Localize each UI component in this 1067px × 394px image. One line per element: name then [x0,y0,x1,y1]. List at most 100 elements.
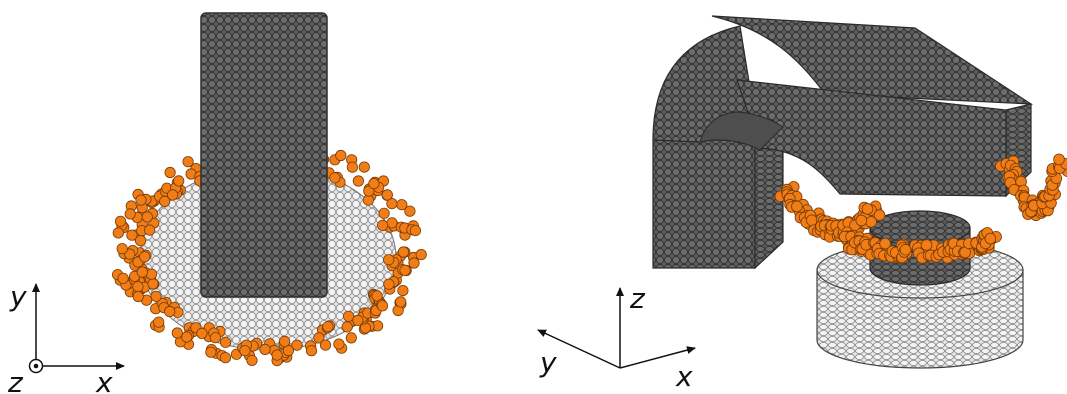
orange-particle [246,354,258,366]
orange-particle [984,232,997,245]
orange-particle [397,246,410,258]
orange-particle [333,338,345,350]
orange-particle [805,214,818,227]
orange-particle [345,332,357,344]
magnet-pole-block [200,12,328,298]
orange-particle [116,243,128,255]
orange-particle [124,208,136,220]
magnetic-particle-chain [774,153,1067,265]
orange-particle [1053,153,1065,166]
orange-particle [381,189,393,201]
right-axis-triad: z y x [537,282,696,393]
orange-particle [205,346,217,358]
orange-particle [132,281,144,293]
orange-particle [141,211,153,223]
orange-particle [135,194,147,206]
orange-particle [219,352,232,364]
x-axis-label: x [675,360,693,393]
z-axis-dot [33,363,39,369]
orange-particle [181,331,193,343]
orange-particle [220,336,232,348]
left-panel: y z x [7,12,427,394]
orange-particle [164,305,176,318]
orange-particle [399,264,411,276]
orange-particle [335,149,347,162]
orange-particle [259,343,271,355]
orange-particle [383,254,395,266]
orange-particle [167,189,179,201]
orange-particle [164,166,176,179]
orange-particle [873,209,886,221]
orange-particle [135,235,147,247]
orange-particle [899,243,912,256]
orange-particle [271,349,283,361]
orange-particle [342,310,355,322]
orange-particle [313,332,325,344]
orange-particle [153,316,165,328]
orange-particle [136,266,148,278]
orange-particle [319,339,332,351]
orange-particle [239,345,251,357]
orange-particle [196,327,208,339]
orange-particle [395,296,407,308]
orange-particle [415,249,427,261]
orange-particle [408,257,420,269]
orange-particle [159,195,171,207]
orange-particle [126,229,138,241]
orange-particle [397,284,409,297]
orange-particle [117,272,129,284]
orange-particle [376,219,389,231]
z-axis-label: z [629,282,646,315]
orange-particle [352,314,364,326]
orange-particle [378,207,390,219]
orange-particle [791,200,803,213]
orange-particle [144,224,156,236]
z-axis-label: z [7,366,24,394]
left-axis-triad: y z x [7,280,125,394]
orange-particle [173,175,185,187]
orange-particle [404,205,416,217]
orange-particle [358,161,370,173]
orange-particle [329,172,341,184]
orange-particle [145,268,158,280]
orange-particle [291,339,303,351]
x-axis-label: x [95,366,113,394]
orange-particle [147,278,159,290]
magnetic-particle-ring [112,149,427,367]
orange-particle [861,203,874,215]
y-axis-label: y [9,280,27,313]
orange-particle [124,248,136,260]
orange-particle [139,251,151,263]
orange-particle [322,321,334,333]
y-axis-arrow [537,329,621,369]
orange-particle [112,227,124,239]
x-axis-arrow [619,346,696,369]
orange-particle [132,290,144,303]
orange-particle [368,178,380,190]
y-axis-label: y [539,346,557,379]
orange-particle [396,199,408,211]
orange-particle [386,198,398,210]
orange-particle [383,278,395,290]
orange-particle [341,321,353,333]
orange-particle [278,335,291,347]
orange-particle [879,237,891,250]
orange-particle [150,290,162,302]
orange-particle [114,215,127,227]
orange-particle [182,156,194,168]
orange-particle [409,225,421,237]
orange-particle [376,300,389,312]
right-panel: z y x [537,15,1067,393]
orange-particle [920,239,933,251]
orange-particle [305,345,318,357]
orange-particle [209,332,221,344]
orange-particle [855,214,868,227]
orange-particle [346,161,358,173]
orange-particle [371,290,383,302]
c-magnet [652,15,1034,270]
orange-particle [386,217,398,229]
orange-particle [171,327,183,339]
orange-particle [352,175,364,187]
